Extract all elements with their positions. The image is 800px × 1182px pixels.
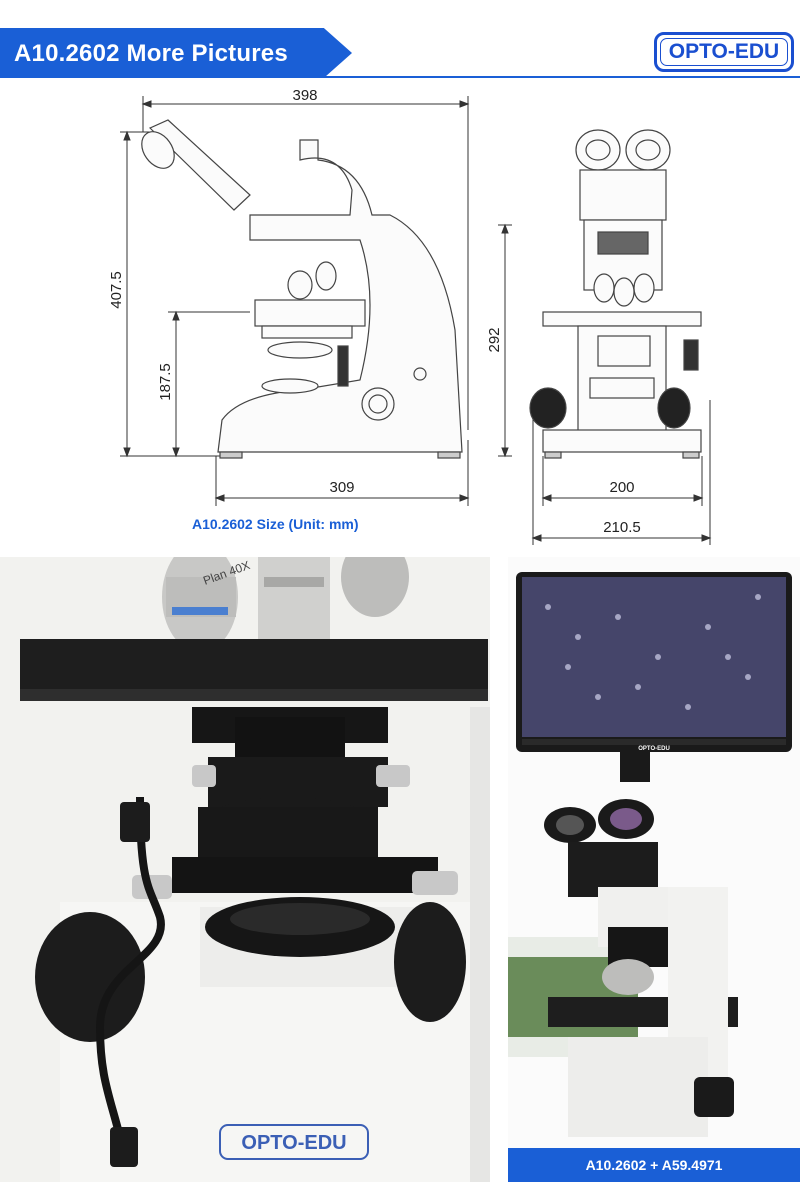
side-view-outline — [141, 119, 463, 459]
front-view-outline — [529, 129, 702, 459]
photo-caption: A10.2602 + A59.4971 — [508, 1148, 800, 1182]
body-logo: OPTO-EDU — [241, 1132, 346, 1154]
dim-base-width: 200 — [609, 479, 634, 496]
header-banner — [0, 28, 352, 78]
dim-height-stage: 187.5 — [157, 363, 174, 401]
size-caption: A10.2602 Size (Unit: mm) — [192, 516, 359, 532]
brand-logo: OPTO-EDU — [654, 32, 794, 72]
monitor-logo: OPTO-EDU — [638, 746, 670, 752]
page-title: A10.2602 More Pictures — [14, 40, 288, 67]
dim-height-total: 407.5 — [108, 271, 125, 309]
microscope-monitor-photo: OPTO-EDU — [508, 557, 800, 1157]
dim-width-top: 398 — [292, 87, 317, 104]
condenser-photo: Plan 40X OPTO-EDU — [0, 557, 490, 1182]
header-divider — [0, 76, 800, 78]
dim-height-frame: 292 — [486, 327, 503, 352]
dimension-drawing: 398 407.5 187.5 292 309 200 210.5 — [108, 87, 712, 545]
dim-base-depth: 309 — [329, 479, 354, 496]
dim-overall-width: 210.5 — [603, 519, 641, 536]
